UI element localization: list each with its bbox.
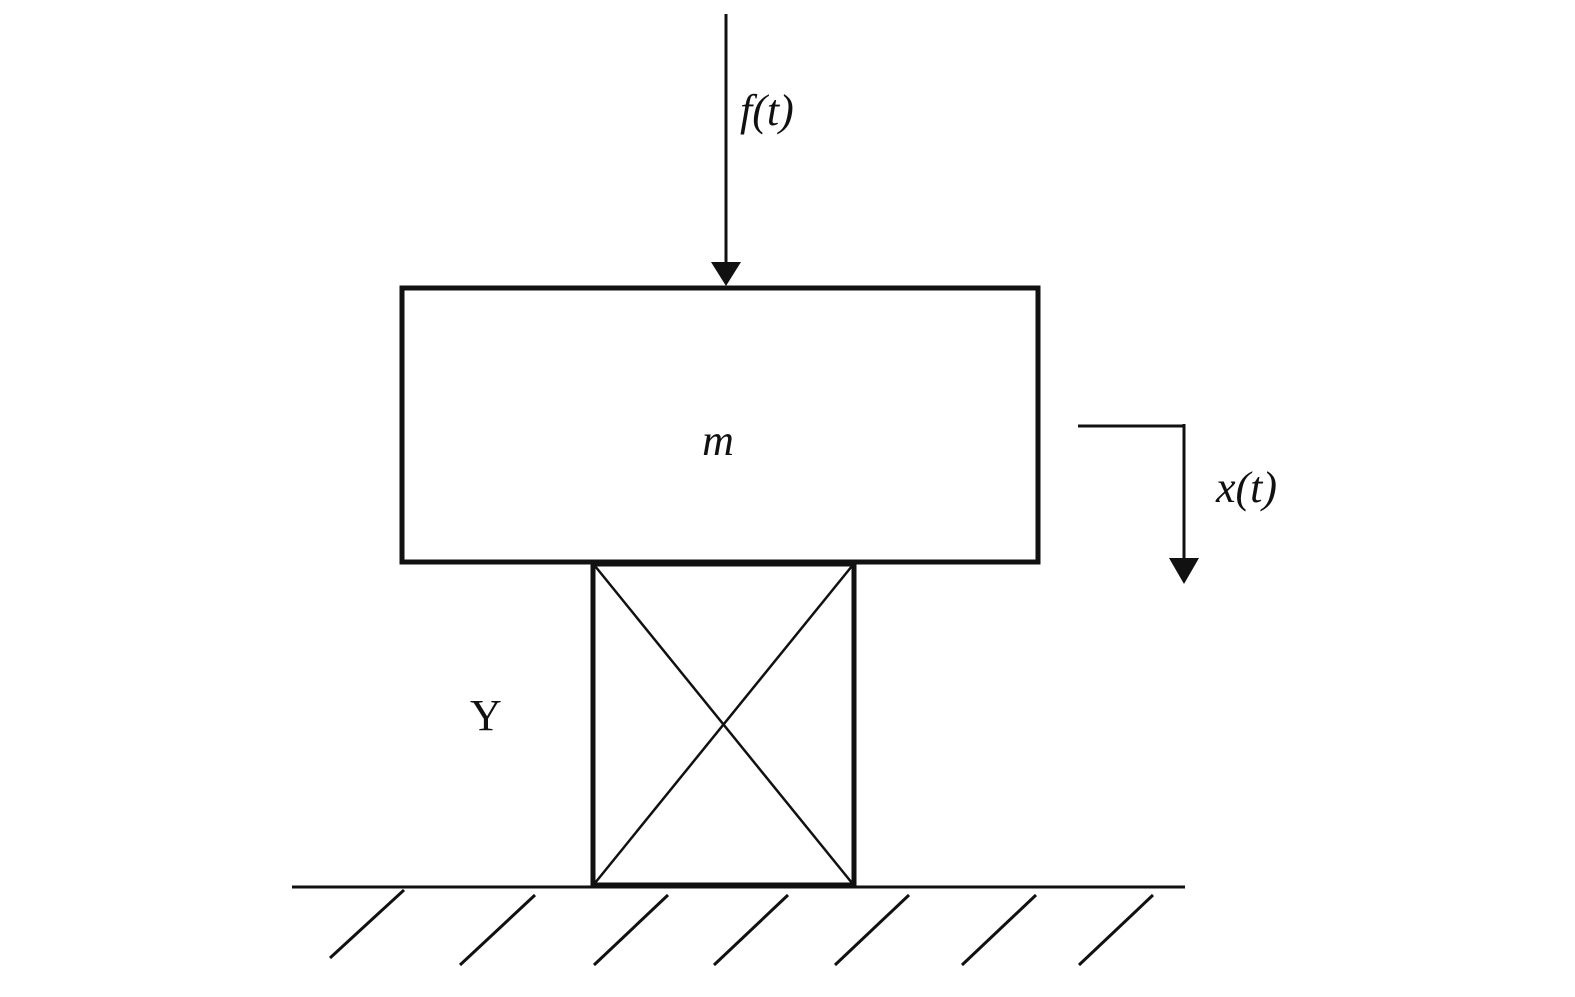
crossed-box-frame bbox=[590, 561, 857, 888]
ground-hatch bbox=[712, 893, 790, 967]
ground-hatch bbox=[960, 893, 1038, 967]
displacement-arrow bbox=[1078, 424, 1199, 584]
ground-hatch bbox=[1077, 893, 1155, 967]
mass-label: m bbox=[702, 416, 734, 465]
spring-label: Y bbox=[470, 691, 502, 740]
crossed-box-element bbox=[590, 561, 857, 888]
ground-hatch bbox=[458, 893, 537, 967]
crossed-box-diagonal-b bbox=[594, 565, 853, 884]
force-arrow-head bbox=[711, 262, 741, 286]
force-label: f(t) bbox=[740, 86, 794, 135]
ground bbox=[292, 885, 1185, 967]
ground-hatch bbox=[833, 893, 911, 967]
displacement-label: x(t) bbox=[1215, 463, 1277, 512]
force-arrow bbox=[711, 14, 741, 286]
ground-hatch bbox=[328, 888, 406, 960]
ground-hatch bbox=[592, 893, 670, 967]
displacement-arrow-head bbox=[1169, 558, 1199, 584]
